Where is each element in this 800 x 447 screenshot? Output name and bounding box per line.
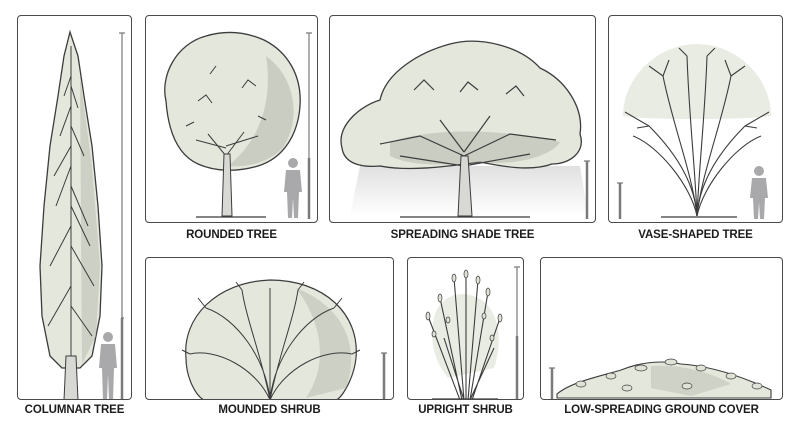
label-rounded-tree: ROUNDED TREE: [186, 229, 277, 241]
rounded-tree-illustration: [164, 31, 312, 219]
ground-cover-illustration: [549, 358, 772, 399]
height-scale-bar: [549, 367, 555, 399]
label-spreading-shade-tree: SPREADING SHADE TREE: [390, 229, 535, 241]
label-low-spreading-ground-cover: LOW-SPREADING GROUND COVER: [564, 404, 759, 416]
height-scale-bar: [514, 266, 520, 399]
columnar-tree-illustration: [39, 29, 125, 399]
height-scale-bar: [306, 32, 312, 219]
height-scale-bar: [584, 160, 590, 219]
spreading-shade-tree-illustration: [340, 40, 590, 219]
upright-shrub-illustration: [425, 266, 520, 399]
human-scale-figure: [284, 158, 302, 218]
height-scale-bar: [119, 32, 125, 399]
label-upright-shrub: UPRIGHT SHRUB: [418, 404, 513, 416]
label-columnar-tree: COLUMNAR TREE: [24, 404, 125, 416]
panel-spreading-shade-tree: [329, 15, 596, 223]
panel-rounded-tree: [145, 15, 318, 223]
panel-low-spreading-ground-cover: [540, 257, 783, 400]
panel-columnar-tree: [17, 15, 132, 400]
panel-upright-shrub: [407, 257, 524, 400]
vase-shaped-tree-illustration: [617, 44, 771, 219]
panel-mounded-shrub: [145, 257, 394, 400]
mounded-shrub-illustration: [181, 279, 387, 399]
height-scale-bar: [381, 352, 387, 399]
label-vase-shaped-tree: VASE-SHAPED TREE: [638, 229, 753, 241]
height-scale-bar: [617, 182, 623, 219]
panel-vase-shaped-tree: [608, 15, 783, 223]
human-scale-figure: [99, 332, 117, 399]
human-scale-figure: [750, 166, 768, 219]
label-mounded-shrub: MOUNDED SHRUB: [218, 404, 321, 416]
